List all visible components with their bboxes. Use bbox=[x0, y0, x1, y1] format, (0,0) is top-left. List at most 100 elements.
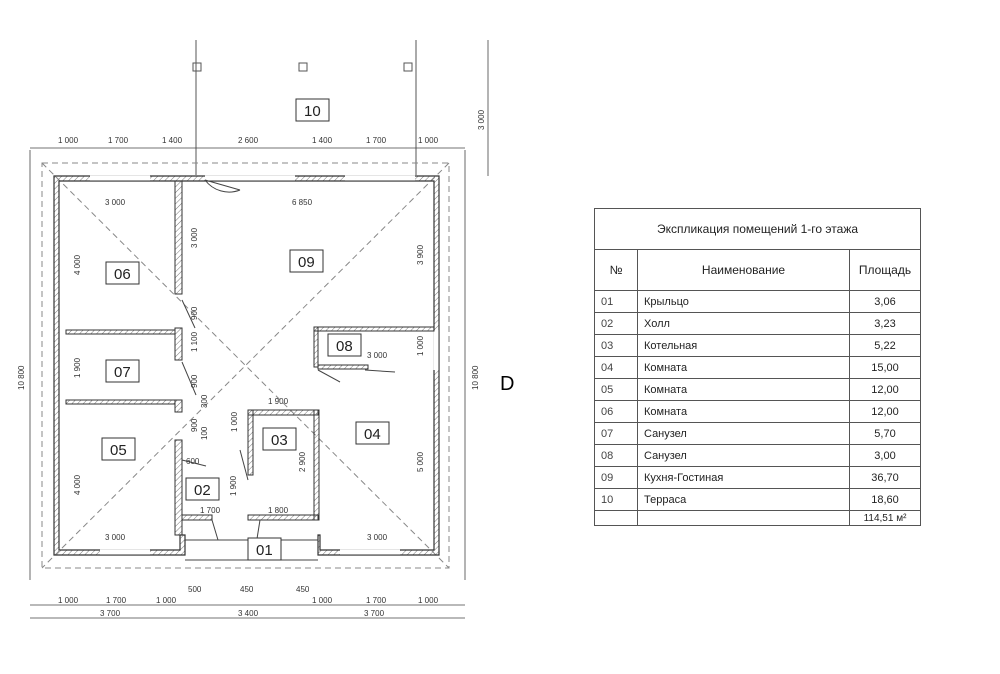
dim-top: 1 000 bbox=[418, 136, 439, 145]
dim-inner: 2 900 bbox=[298, 451, 307, 472]
dim-inner: 600 bbox=[186, 457, 200, 466]
row-area: 3,23 bbox=[849, 312, 921, 335]
dim-bottom-total: 3 700 bbox=[100, 609, 121, 618]
bottom-dimensions: 1 000 1 700 1 000 500 450 450 1 000 1 70… bbox=[58, 585, 439, 618]
dim-inner: 300 bbox=[200, 394, 209, 408]
row-name: Терраса bbox=[637, 488, 850, 511]
section-mark: D bbox=[500, 373, 514, 395]
row-name: Санузел bbox=[637, 422, 850, 445]
room-number-10: 10 bbox=[304, 103, 321, 120]
row-area: 3,06 bbox=[849, 290, 921, 313]
room-number-04: 04 bbox=[364, 426, 381, 443]
dim-inner: 1 900 bbox=[73, 357, 82, 378]
row-area: 3,00 bbox=[849, 444, 921, 467]
dim-inner: 3 000 bbox=[367, 351, 388, 360]
row-area: 15,00 bbox=[849, 356, 921, 379]
row-number: 01 bbox=[594, 290, 638, 313]
dim-inner: 3 000 bbox=[190, 227, 199, 248]
room-number-02: 02 bbox=[194, 482, 211, 499]
room-number-03: 03 bbox=[271, 432, 288, 449]
row-number: 05 bbox=[594, 378, 638, 401]
dim-overall-right: 10 800 bbox=[471, 365, 480, 390]
row-number: 10 bbox=[594, 488, 638, 511]
dim-inner: 1 800 bbox=[268, 506, 289, 515]
dim-inner: 5 000 bbox=[416, 451, 425, 472]
row-area: 5,70 bbox=[849, 422, 921, 445]
col-header-area: Площадь bbox=[849, 249, 921, 291]
dim-inner: 100 bbox=[200, 426, 209, 440]
dim-inner: 900 bbox=[190, 306, 199, 320]
dim-inner: 3 000 bbox=[105, 533, 126, 542]
dim-inner: 1 900 bbox=[229, 475, 238, 496]
room-number-05: 05 bbox=[110, 442, 127, 459]
dim-top: 1 400 bbox=[162, 136, 183, 145]
dim-inner: 900 bbox=[190, 374, 199, 388]
dim-bottom: 500 bbox=[188, 585, 202, 594]
row-number: 09 bbox=[594, 466, 638, 489]
dim-inner: 1 100 bbox=[190, 331, 199, 352]
dim-inner: 1 900 bbox=[268, 397, 289, 406]
row-name: Котельная bbox=[637, 334, 850, 357]
room-number-07: 07 bbox=[114, 364, 131, 381]
dim-bottom: 1 000 bbox=[156, 596, 177, 605]
dim-bottom: 1 000 bbox=[58, 596, 79, 605]
dim-top: 1 700 bbox=[108, 136, 129, 145]
row-area: 12,00 bbox=[849, 378, 921, 401]
row-area: 18,60 bbox=[849, 488, 921, 511]
row-area: 5,22 bbox=[849, 334, 921, 357]
dim-top: 1 700 bbox=[366, 136, 387, 145]
dim-inner: 1 700 bbox=[200, 506, 221, 515]
total-area: 114,51 м² bbox=[849, 510, 921, 526]
row-number: 06 bbox=[594, 400, 638, 423]
inner-dimensions: 3 000 6 850 3 000 4 000 3 900 900 1 100 … bbox=[73, 198, 425, 542]
top-dimensions: 1 000 1 700 1 400 2 600 1 400 1 700 1 00… bbox=[58, 136, 439, 145]
dim-bottom: 1 000 bbox=[312, 596, 333, 605]
terrace-outline bbox=[192, 40, 417, 175]
row-number: 03 bbox=[594, 334, 638, 357]
dim-bottom-total: 3 400 bbox=[238, 609, 259, 618]
dim-overall-left: 10 800 bbox=[17, 365, 26, 390]
outer-walls bbox=[53, 175, 440, 556]
dim-terrace: 3 000 bbox=[477, 109, 486, 130]
dim-bottom: 1 000 bbox=[418, 596, 439, 605]
dim-inner: 1 000 bbox=[416, 335, 425, 356]
room-labels bbox=[101, 98, 390, 561]
roof-lines bbox=[41, 162, 450, 569]
dim-inner: 900 bbox=[190, 418, 199, 432]
row-number: 07 bbox=[594, 422, 638, 445]
row-name: Комната bbox=[637, 356, 850, 379]
dim-inner: 4 000 bbox=[73, 474, 82, 495]
room-numbers: 01 02 03 04 05 06 07 08 09 10 bbox=[110, 103, 381, 559]
room-number-09: 09 bbox=[298, 254, 315, 271]
door-swings bbox=[181, 179, 396, 546]
dim-inner: 3 000 bbox=[105, 198, 126, 207]
row-area: 12,00 bbox=[849, 400, 921, 423]
row-number: 02 bbox=[594, 312, 638, 335]
dim-bottom: 450 bbox=[296, 585, 310, 594]
row-number: 08 bbox=[594, 444, 638, 467]
dim-top: 1 400 bbox=[312, 136, 333, 145]
dim-inner: 6 850 bbox=[292, 198, 313, 207]
room-number-08: 08 bbox=[336, 338, 353, 355]
total-row: 114,51 м² bbox=[594, 510, 921, 526]
room-number-06: 06 bbox=[114, 266, 131, 283]
dim-bottom: 1 700 bbox=[106, 596, 127, 605]
dim-top: 1 000 bbox=[58, 136, 79, 145]
dim-bottom-total: 3 700 bbox=[364, 609, 385, 618]
dimension-lines bbox=[29, 40, 489, 619]
dim-inner: 3 900 bbox=[416, 244, 425, 265]
row-name: Кухня-Гостиная bbox=[637, 466, 850, 489]
dim-bottom: 450 bbox=[240, 585, 254, 594]
row-name: Крыльцо bbox=[637, 290, 850, 313]
room-schedule-table: Экспликация помещений 1-го этажа № Наиме… bbox=[594, 208, 921, 526]
dim-inner: 4 000 bbox=[73, 254, 82, 275]
col-header-name: Наименование bbox=[637, 249, 850, 291]
